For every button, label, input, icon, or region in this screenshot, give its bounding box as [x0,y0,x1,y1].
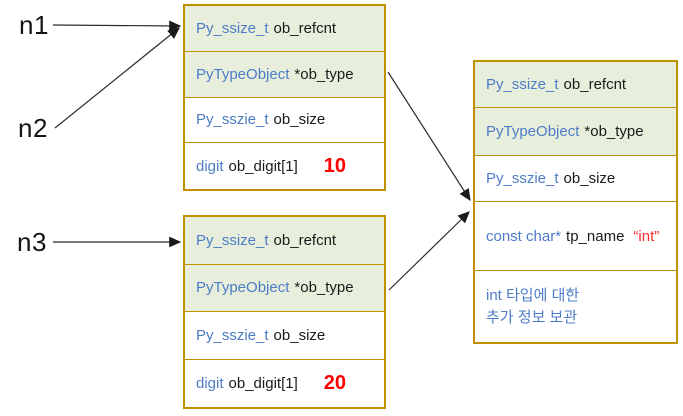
type-note-line1: int 타입에 대한 [486,286,580,304]
struct-field-row: const char* tp_name “int” [475,202,676,271]
field-name-label: ob_size [273,326,326,344]
struct-field-row: PyTypeObject *ob_type [185,51,384,98]
field-type-label: PyTypeObject [196,279,290,297]
field-type-label: PyTypeObject [486,123,580,140]
field-name-label: ob_refcnt [563,76,627,93]
pointer-label-n3: n3 [17,227,47,257]
struct-field-row: Py_ssize_t ob_refcnt [475,62,676,108]
field-type-label: const char* [486,227,562,245]
arrow-int10-obtype-to-typeobject [387,71,471,202]
field-name-label: *ob_type [294,279,354,297]
struct-field-row: Py_sszie_t ob_size [185,98,384,144]
field-name-label: ob_refcnt [273,19,337,37]
arrow-n2-to-int10 [54,27,180,129]
int-object-table-20: Py_ssize_t ob_refcnt PyTypeObject *ob_ty… [183,215,386,409]
field-name-label: *ob_type [584,123,644,140]
field-type-label: Py_sszie_t [196,111,269,129]
field-type-label: Py_sszie_t [486,170,559,187]
type-note-line2: 추가 정보 보관 [486,308,578,326]
pointer-label-n2: n2 [18,113,48,143]
field-type-label: digit [196,374,224,392]
int-object-table-10: Py_ssize_t ob_refcnt PyTypeObject *ob_ty… [183,4,386,192]
field-value: 10 [323,154,347,177]
type-object-table-int: Py_ssize_t ob_refcnt PyTypeObject *ob_ty… [473,60,678,344]
struct-field-row: digit ob_digit[1] 20 [185,360,384,408]
field-type-label: Py_ssize_t [196,19,269,37]
field-type-label: PyTypeObject [196,65,290,83]
struct-field-row: digit ob_digit[1] 10 [185,143,384,189]
field-value: 20 [323,371,347,394]
field-name-label: ob_refcnt [273,231,337,249]
struct-field-row: Py_ssize_t ob_refcnt [185,217,384,265]
field-type-label: Py_ssize_t [196,231,269,249]
field-type-label: digit [196,157,224,175]
arrow-n1-to-int10 [52,20,182,32]
struct-field-row: Py_sszie_t ob_size [185,312,384,360]
struct-field-row: Py_ssize_t ob_refcnt [185,6,384,52]
field-type-label: Py_sszie_t [196,326,269,344]
struct-field-row: PyTypeObject *ob_type [185,264,384,312]
field-name-label: tp_name [566,227,625,245]
field-value: “int” [633,227,660,245]
field-type-label: Py_ssize_t [486,76,559,93]
arrow-int20-obtype-to-typeobject [388,211,470,291]
field-name-label: *ob_type [294,65,354,83]
struct-field-row: Py_sszie_t ob_size [475,156,676,202]
pointer-label-n1: n1 [19,10,49,40]
struct-field-row: PyTypeObject *ob_type [475,108,676,156]
type-note-row: int 타입에 대한 추가 정보 보관 [475,271,676,342]
field-name-label: ob_digit[1] [228,374,298,392]
field-name-label: ob_digit[1] [228,157,298,175]
field-name-label: ob_size [273,111,326,129]
field-name-label: ob_size [563,170,616,187]
